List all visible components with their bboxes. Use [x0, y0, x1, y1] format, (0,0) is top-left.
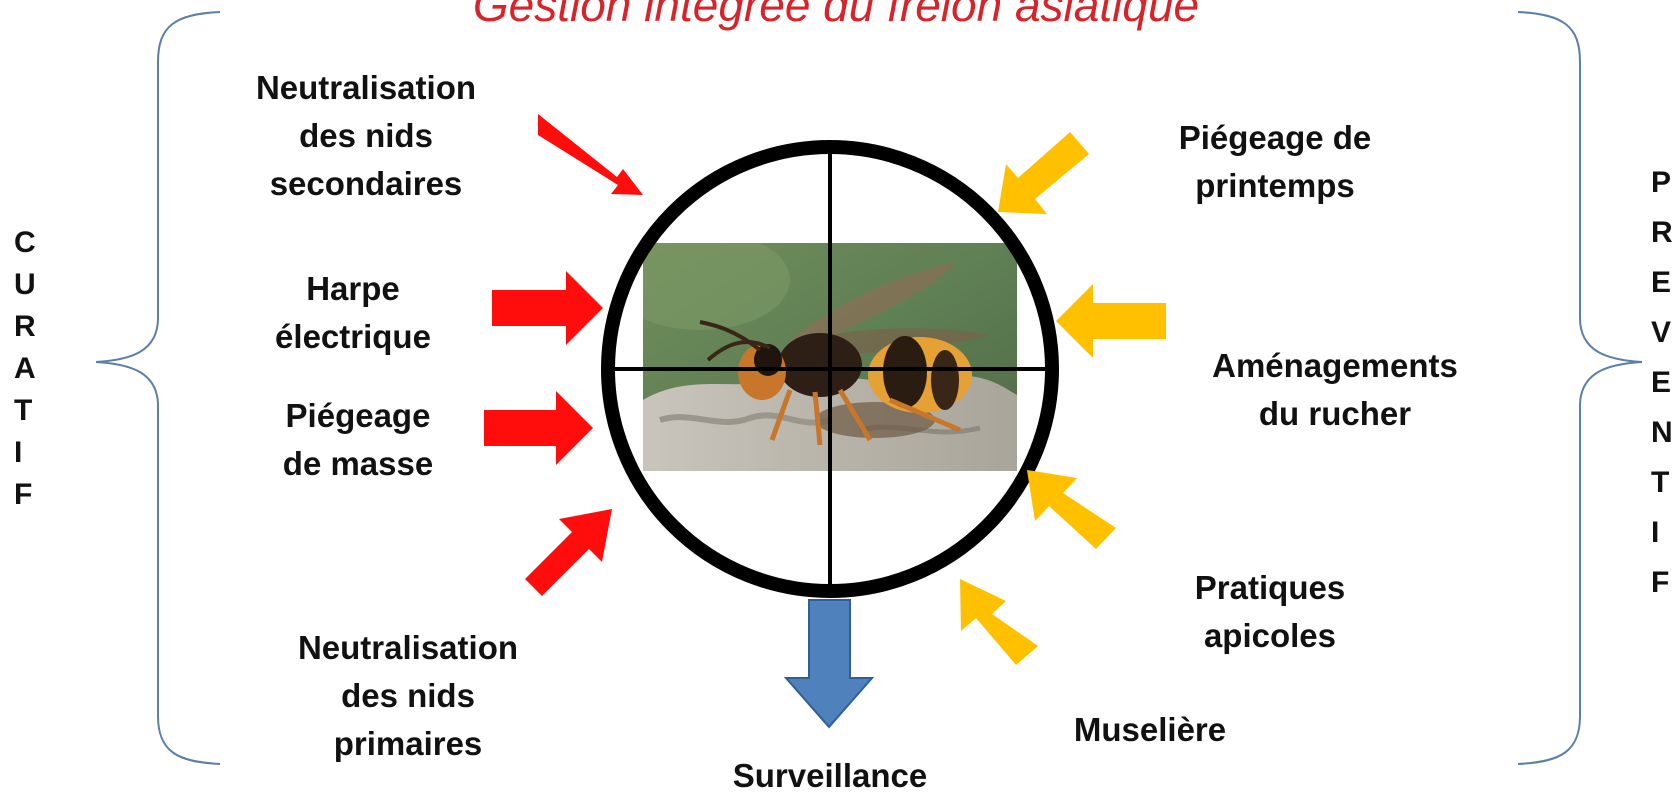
label-line: printemps	[1195, 167, 1355, 204]
label-line: Piégeage de	[1178, 119, 1372, 156]
label-line: de masse	[282, 445, 434, 482]
label-line: du rucher	[1258, 395, 1412, 432]
label-amenagements: Aménagements du rucher	[1190, 342, 1480, 438]
left-brace	[95, 11, 221, 765]
label-piegeage-printemps: Piégeage de printemps	[1150, 114, 1400, 210]
label-neutralisation-secondaires: Neutralisation des nids secondaires	[226, 64, 506, 208]
label-line: Neutralisation	[255, 69, 477, 106]
label-line: secondaires	[269, 165, 463, 202]
label-line: apicoles	[1203, 617, 1337, 654]
label-line: des nids	[341, 677, 475, 714]
arrow-pratiques	[1027, 470, 1116, 549]
arrow-piegeage-masse	[484, 391, 593, 465]
label-line: Surveillance	[732, 757, 928, 794]
label-neutralisation-primaires: Neutralisation des nids primaires	[268, 624, 548, 768]
side-letter: F	[14, 478, 33, 511]
label-line: des nids	[299, 117, 433, 154]
side-letter: E	[1651, 266, 1672, 299]
hornet-photo	[643, 243, 1017, 471]
label-piegeage-masse: Piégeage de masse	[248, 392, 468, 488]
right-brace	[1517, 11, 1643, 765]
label-line: Aménagements	[1212, 347, 1458, 384]
side-letter: T	[14, 394, 33, 427]
label-surveillance: Surveillance	[700, 752, 960, 800]
arrow-amenagements	[1056, 284, 1166, 358]
arrow-neutralisation-secondaires	[538, 114, 643, 195]
arrow-surveillance	[783, 599, 875, 729]
side-letter: C	[14, 226, 36, 259]
diagram-title: Gestion intégrée du frelon asiatique	[472, 0, 1200, 31]
side-letter: T	[1651, 466, 1670, 499]
side-label-preventif: P R E V E N T I F	[1651, 166, 1672, 626]
side-letter: R	[1651, 216, 1672, 249]
label-pratiques: Pratiques apicoles	[1160, 564, 1380, 660]
side-letter: I	[1651, 516, 1660, 549]
label-harpe: Harpe électrique	[238, 265, 468, 361]
side-letter: A	[14, 352, 36, 385]
side-label-curatif: C U R A T I F	[14, 226, 44, 586]
label-line: primaires	[333, 725, 483, 762]
arrow-museliere	[960, 579, 1038, 665]
arrow-piegeage-printemps	[998, 132, 1089, 214]
side-letter: E	[1651, 366, 1672, 399]
label-line: Harpe	[306, 270, 400, 307]
side-letter: F	[1651, 566, 1670, 599]
label-line: Muselière	[1073, 711, 1227, 748]
label-line: Neutralisation	[297, 629, 519, 666]
arrow-neutralisation-primaires	[525, 509, 612, 596]
side-letter: V	[1651, 316, 1672, 349]
side-letter: P	[1651, 166, 1672, 199]
arrow-harpe	[492, 271, 603, 345]
side-letter: I	[14, 436, 23, 469]
side-letter: R	[14, 310, 36, 343]
side-letter: U	[14, 268, 36, 301]
label-line: Pratiques	[1194, 569, 1346, 606]
label-museliere: Muselière	[1040, 706, 1260, 754]
label-line: Piégeage	[285, 397, 431, 434]
label-line: électrique	[275, 318, 431, 355]
side-letter: N	[1651, 416, 1672, 449]
